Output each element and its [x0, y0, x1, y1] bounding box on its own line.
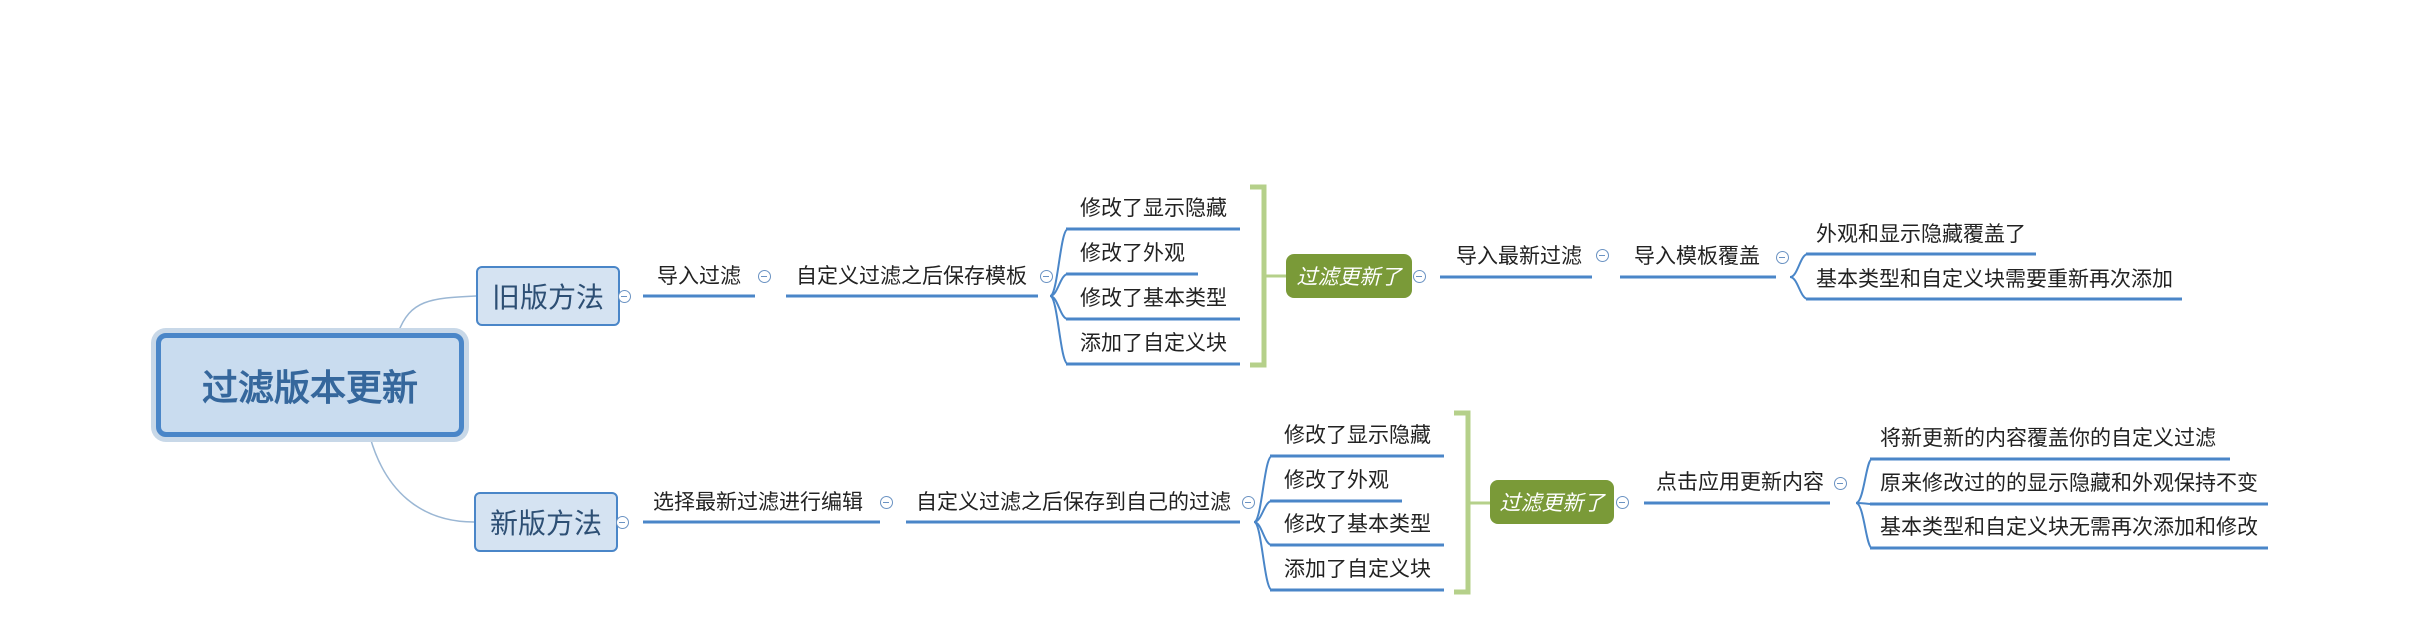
old-step-import-filter[interactable]: 导入过滤 [657, 265, 741, 288]
collapse-toggle-icon[interactable] [616, 516, 629, 529]
new-method-topic[interactable]: 新版方法 [474, 492, 618, 552]
new-change-item[interactable]: 修改了基本类型 [1284, 513, 1431, 536]
new-step-select-filter[interactable]: 选择最新过滤进行编辑 [653, 491, 863, 514]
collapse-toggle-icon[interactable] [1616, 496, 1629, 509]
collapse-toggle-icon[interactable] [758, 270, 771, 283]
old-change-item[interactable]: 修改了显示隐藏 [1080, 197, 1227, 220]
old-step-save-template[interactable]: 自定义过滤之后保存模板 [796, 265, 1027, 288]
old-summary-badge[interactable]: 过滤更新了 [1286, 254, 1412, 298]
old-change-item[interactable]: 修改了基本类型 [1080, 287, 1227, 310]
new-result-item[interactable]: 原来修改过的的显示隐藏和外观保持不变 [1880, 472, 2258, 495]
old-next-step[interactable]: 导入最新过滤 [1456, 245, 1582, 268]
old-method-topic[interactable]: 旧版方法 [476, 266, 620, 326]
new-result-item[interactable]: 将新更新的内容覆盖你的自定义过滤 [1880, 427, 2216, 450]
old-result-item[interactable]: 基本类型和自定义块需要重新再次添加 [1816, 268, 2173, 291]
old-change-item[interactable]: 添加了自定义块 [1080, 332, 1227, 355]
root-topic[interactable]: 过滤版本更新 [156, 333, 464, 437]
old-next-step[interactable]: 导入模板覆盖 [1634, 245, 1760, 268]
new-change-item[interactable]: 修改了外观 [1284, 469, 1389, 492]
new-change-item[interactable]: 添加了自定义块 [1284, 558, 1431, 581]
new-summary-badge[interactable]: 过滤更新了 [1490, 480, 1614, 524]
new-change-item[interactable]: 修改了显示隐藏 [1284, 424, 1431, 447]
new-next-step[interactable]: 点击应用更新内容 [1656, 471, 1824, 494]
old-change-item[interactable]: 修改了外观 [1080, 242, 1185, 265]
collapse-toggle-icon[interactable] [1596, 249, 1609, 262]
new-step-save-own-filter[interactable]: 自定义过滤之后保存到自己的过滤 [916, 491, 1231, 514]
collapse-toggle-icon[interactable] [1242, 496, 1255, 509]
collapse-toggle-icon[interactable] [618, 290, 631, 303]
collapse-toggle-icon[interactable] [1040, 270, 1053, 283]
collapse-toggle-icon[interactable] [1834, 477, 1847, 490]
collapse-toggle-icon[interactable] [1776, 251, 1789, 264]
collapse-toggle-icon[interactable] [1413, 270, 1426, 283]
collapse-toggle-icon[interactable] [880, 496, 893, 509]
old-result-item[interactable]: 外观和显示隐藏覆盖了 [1816, 223, 2026, 246]
new-result-item[interactable]: 基本类型和自定义块无需再次添加和修改 [1880, 516, 2258, 539]
